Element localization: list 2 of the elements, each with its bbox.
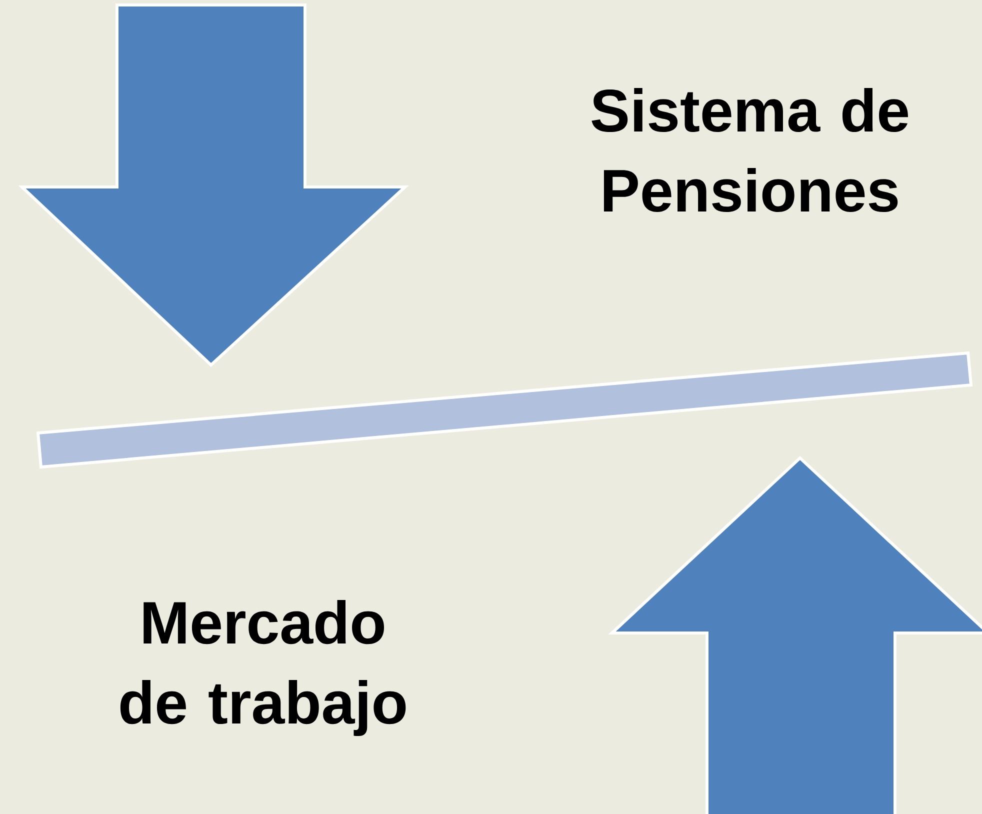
label-text: Sistema de Pensiones xyxy=(592,88,908,212)
label-text: Mercado de trabajo xyxy=(120,600,406,736)
